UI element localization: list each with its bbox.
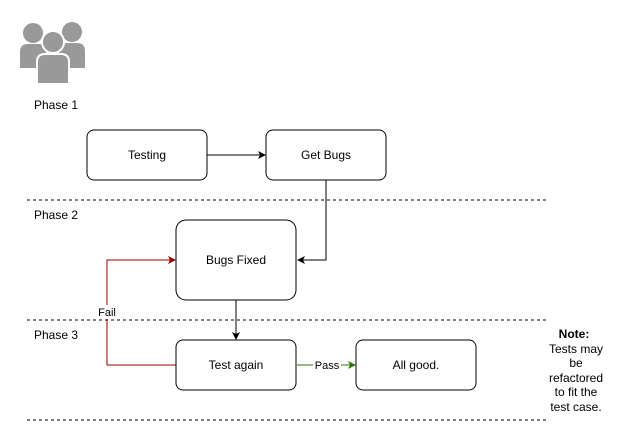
note-line: be — [569, 356, 583, 370]
pass-label-bg — [313, 358, 341, 372]
node-testing-label: Testing — [128, 148, 166, 162]
node-test-again[interactable]: Test again — [175, 339, 297, 391]
pass-label: Pass — [315, 360, 340, 372]
note-line: to fit the — [555, 385, 598, 399]
note-line: Tests may — [549, 342, 603, 356]
phase-1-label: Phase 1 — [34, 98, 78, 112]
node-bugs-fixed-label: Bugs Fixed — [206, 253, 266, 267]
node-all-good[interactable]: All good. — [355, 339, 477, 391]
fail-label: Fail — [98, 307, 116, 319]
node-all-good-label: All good. — [393, 358, 440, 372]
node-testing[interactable]: Testing — [86, 129, 208, 181]
phase-2-label: Phase 2 — [34, 208, 78, 222]
note-title: Note: — [559, 327, 590, 341]
node-get-bugs-label: Get Bugs — [301, 148, 351, 162]
node-get-bugs[interactable]: Get Bugs — [265, 129, 387, 181]
fail-label-bg — [96, 305, 118, 319]
phase-3-label: Phase 3 — [34, 328, 78, 342]
note-line: test case. — [550, 400, 601, 414]
node-bugs-fixed[interactable]: Bugs Fixed — [175, 219, 297, 301]
note-line: refactored — [549, 371, 603, 385]
users-group-icon — [20, 22, 85, 85]
edge-get-bugs-to-bugs-fixed — [297, 180, 327, 264]
note: Note: Tests may be refactored to fit the… — [549, 327, 603, 414]
node-test-again-label: Test again — [209, 358, 264, 372]
